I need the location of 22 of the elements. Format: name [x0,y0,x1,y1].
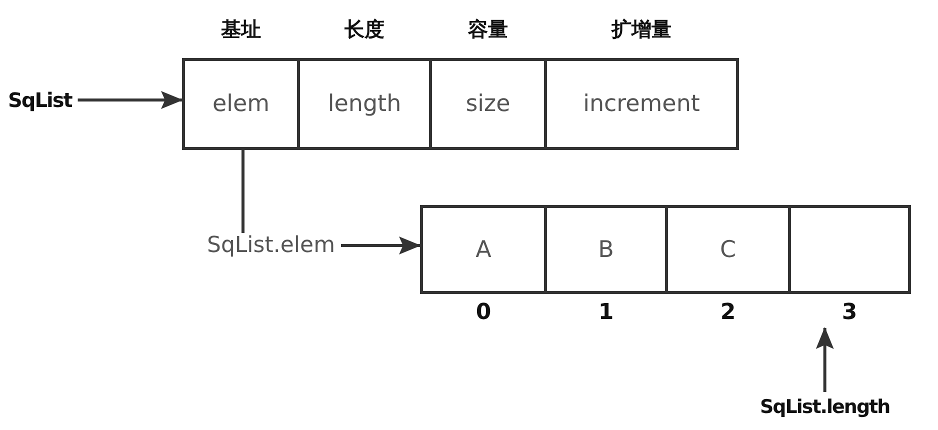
index-number: 0 [476,300,492,325]
column-header: 容量 [468,16,508,43]
index-number: 3 [842,300,858,325]
arrow [78,91,183,109]
field-cell: C [665,205,791,294]
field-cell: length [297,58,432,150]
pointer-label: SqList.elem [207,233,335,258]
field-cell: A [420,205,547,294]
index-number: 1 [598,300,614,325]
connector-line [242,150,244,233]
pointer-label: SqList.length [760,396,890,418]
field-cell: size [429,58,547,150]
pointer-label: SqList [8,88,72,112]
column-header: 基址 [221,16,261,43]
index-number: 2 [720,300,736,325]
arrow [341,236,421,254]
column-header: 长度 [344,16,384,43]
column-header: 扩增量 [612,16,672,43]
field-cell: B [544,205,668,294]
field-cell: elem [182,58,300,150]
field-cell: increment [544,58,739,150]
arrow [816,327,834,392]
